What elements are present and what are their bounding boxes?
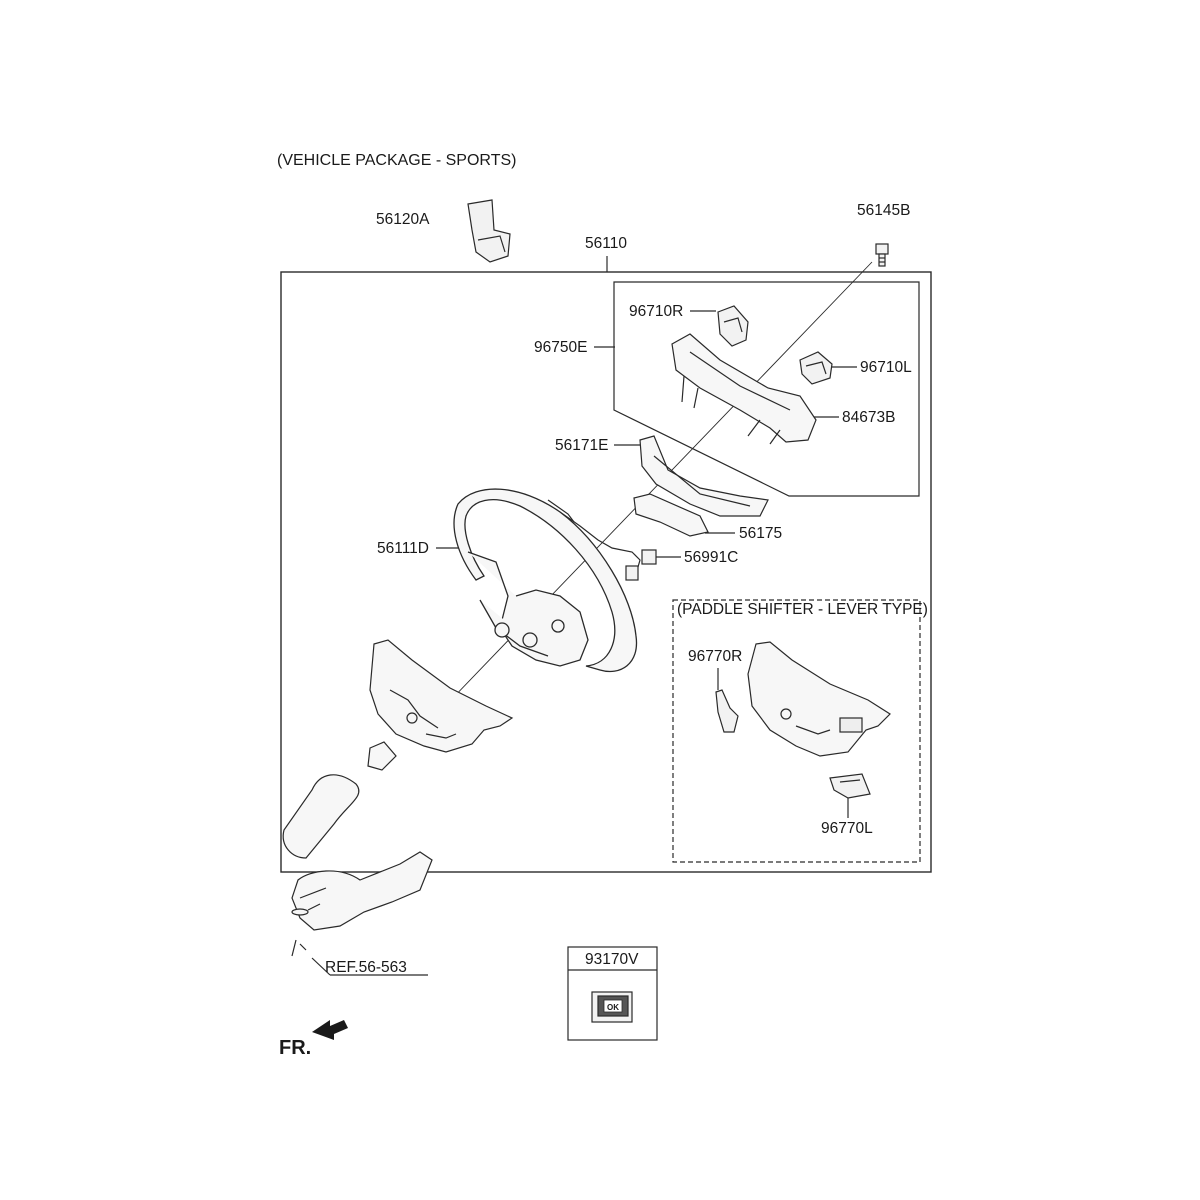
label-96750e: 96750E bbox=[534, 339, 588, 356]
part-paddle-cover bbox=[747, 641, 891, 757]
package-label: (VEHICLE PACKAGE - SPORTS) bbox=[277, 152, 517, 169]
frame-paddle-shifter bbox=[672, 599, 921, 863]
main-frame bbox=[280, 271, 932, 873]
label-93170v: 93170V bbox=[585, 951, 639, 968]
label-96710l: 96710L bbox=[860, 359, 912, 376]
part-56111d-steering-wheel bbox=[453, 488, 638, 673]
switch-text: OK bbox=[607, 1003, 619, 1012]
label-56110: 56110 bbox=[585, 235, 627, 252]
label-96770l: 96770L bbox=[821, 820, 873, 837]
label-56145b: 56145B bbox=[857, 202, 911, 219]
label-56991c: 56991C bbox=[684, 549, 739, 566]
ref-label: REF.56-563 bbox=[325, 959, 407, 976]
label-96710r: 96710R bbox=[629, 303, 684, 320]
part-96770l-paddle bbox=[829, 773, 871, 799]
part-56120a-knob bbox=[467, 199, 511, 263]
label-56111d: 56111D bbox=[377, 540, 429, 557]
label-96770r: 96770R bbox=[688, 648, 743, 665]
label-56171e: 56171E bbox=[555, 437, 609, 454]
part-96710l-switch bbox=[799, 351, 833, 385]
part-96770r-paddle bbox=[715, 689, 739, 733]
label-84673b: 84673B bbox=[842, 409, 896, 426]
front-label: FR. bbox=[279, 1037, 312, 1059]
part-steering-column bbox=[282, 741, 433, 957]
part-84673b-cover bbox=[671, 333, 817, 445]
front-arrow-icon bbox=[312, 1020, 348, 1040]
part-56175-bracket bbox=[633, 493, 709, 537]
frame-96750e bbox=[613, 281, 920, 497]
part-lower-cover bbox=[369, 639, 514, 753]
frame-93170v bbox=[567, 946, 658, 1041]
paddle-label: (PADDLE SHIFTER - LEVER TYPE) bbox=[677, 601, 928, 618]
part-56171e-bracket bbox=[639, 435, 769, 517]
part-96710r-switch bbox=[717, 305, 749, 347]
leader-ref bbox=[311, 957, 331, 976]
label-56175: 56175 bbox=[739, 525, 783, 542]
part-93170v-switch bbox=[591, 991, 633, 1023]
label-56120a: 56120A bbox=[376, 211, 430, 228]
part-56145b-bolt bbox=[875, 243, 889, 267]
